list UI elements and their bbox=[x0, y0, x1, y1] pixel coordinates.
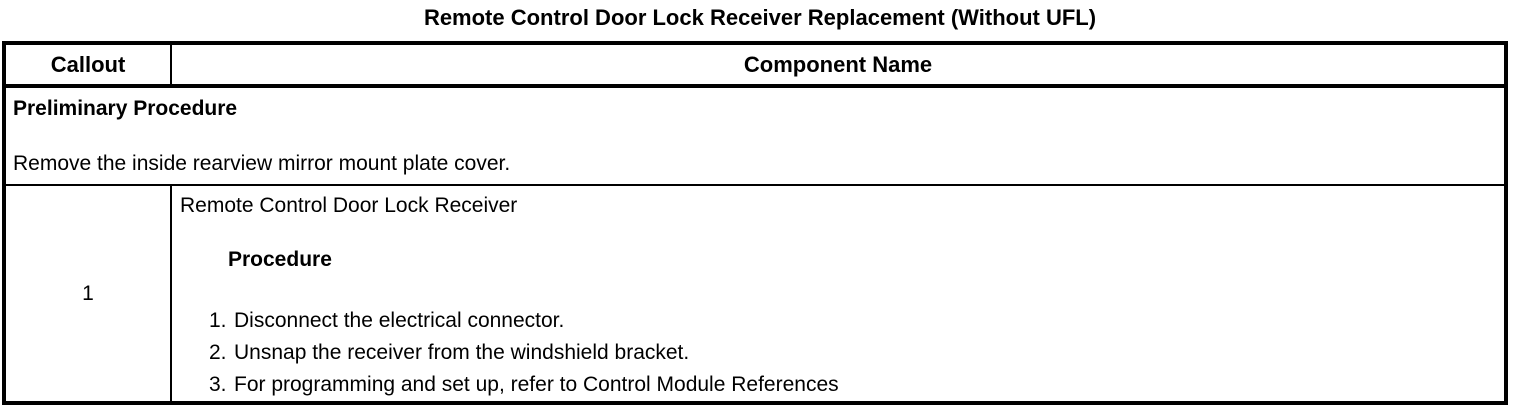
step-number: 3. bbox=[209, 373, 227, 396]
step-number: 1. bbox=[209, 309, 227, 332]
step-item: 1. Disconnect the electrical connector. bbox=[180, 305, 1494, 337]
table-row: 1 Remote Control Door Lock Receiver Proc… bbox=[6, 186, 1504, 401]
callout-cell: 1 bbox=[6, 186, 172, 401]
table-header-row: Callout Component Name bbox=[6, 45, 1504, 88]
callout-value: 1 bbox=[82, 281, 94, 305]
preliminary-procedure-text: Remove the inside rearview mirror mount … bbox=[13, 152, 511, 175]
component-name: Remote Control Door Lock Receiver bbox=[180, 194, 518, 217]
step-item: 3. For programming and set up, refer to … bbox=[180, 369, 1494, 401]
component-table: Callout Component Name Preliminary Proce… bbox=[2, 41, 1508, 405]
table-header-callout: Callout bbox=[6, 45, 172, 84]
step-text: Unsnap the receiver from the windshield … bbox=[234, 341, 690, 364]
step-number: 2. bbox=[209, 341, 227, 364]
component-cell: Remote Control Door Lock Receiver Proced… bbox=[172, 186, 1504, 401]
preliminary-procedure-row: Preliminary Procedure Remove the inside … bbox=[6, 88, 1504, 186]
step-text: For programming and set up, refer to Con… bbox=[234, 373, 839, 396]
preliminary-procedure-heading: Preliminary Procedure bbox=[13, 97, 238, 120]
page-title: Remote Control Door Lock Receiver Replac… bbox=[423, 5, 1097, 30]
step-item: 2. Unsnap the receiver from the windshie… bbox=[180, 337, 1494, 369]
step-text: Disconnect the electrical connector. bbox=[234, 309, 565, 332]
table-header-component-name: Component Name bbox=[743, 51, 933, 77]
procedure-heading: Procedure bbox=[228, 248, 332, 271]
procedure-steps: 1. Disconnect the electrical connector. … bbox=[180, 305, 1494, 401]
